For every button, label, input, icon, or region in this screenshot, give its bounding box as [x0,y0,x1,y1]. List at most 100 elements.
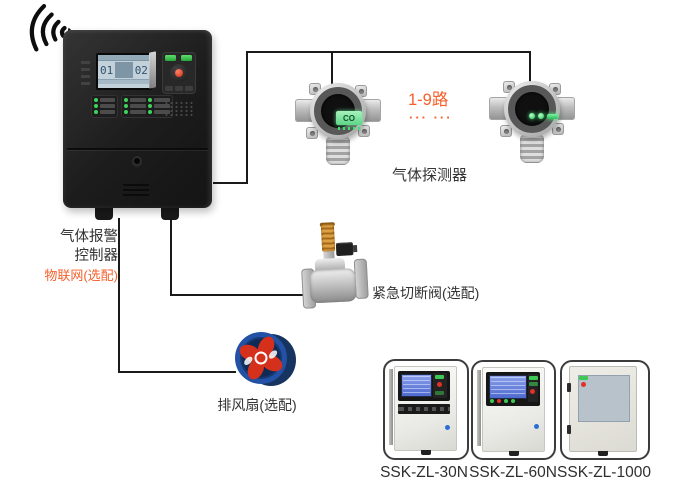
product-1-key-row [398,404,450,414]
product-3-hinge-bottom [567,425,571,434]
product-1-lcd [401,374,432,397]
product-2-led-row [490,399,515,403]
detector-1-mount-ear [358,125,370,137]
controller-door-lock [132,156,142,166]
product-1-key [435,391,444,395]
product-3-cabinet [567,366,637,456]
wire-drop-detector-1 [331,51,333,85]
detector-1-lcd: CO [336,111,362,125]
controller-button-panel [162,52,196,94]
product-3-green-button [579,376,588,380]
valve-label: 紧急切断阀(选配) [372,285,480,301]
controller-vent-slots [81,61,90,87]
controller-lcd-channel-2: 02 [134,63,148,77]
controller-green-button-2 [181,55,192,61]
iot-option-label: 物联网(选配) [44,268,118,283]
channel-ellipsis: ··· ··· [409,110,453,125]
product-1-foot [420,450,431,455]
wire-drop-detector-2 [529,51,531,83]
product-2-hinge [477,370,481,446]
product-card-ssk-zl-1000[interactable] [560,360,650,460]
exhaust-fan [233,329,297,389]
detector-1-mount-ear [306,127,318,139]
product-2-lcd [489,375,527,399]
wire-valve-horizontal [170,294,304,296]
controller-dpad [170,64,188,82]
product-card-ssk-zl-30n[interactable] [383,359,469,460]
detector-1-conduit-right [362,99,381,122]
controller-lcd-footer [98,79,150,84]
controller-label: 气体报警 控制器 物联网(选配) [30,228,118,286]
detector-2-conduit-left [489,97,508,120]
product-name-3: SSK-ZL-1000 [557,464,651,481]
detector-2-display-housing [504,81,560,137]
controller-lcd: 01 02 [96,53,152,90]
controller-speaker-grille [164,101,194,117]
detector-2-status-leds [529,113,558,119]
product-3-foot [598,451,608,456]
gas-detector-2 [489,81,575,165]
controller-label-line2: 控制器 [74,248,119,264]
controller-red-button [175,69,183,77]
product-2-buttons [528,374,538,402]
product-2-logo [534,424,539,429]
product-3-front-panel [578,375,630,422]
product-2-cabinet [482,367,545,456]
wire-controller-to-bus [213,182,248,184]
detector-1-display-housing: CO [310,83,366,139]
detector-2-conduit-right [556,97,575,120]
detector-2-bezel [508,85,558,133]
gas-detector-1: CO [295,83,381,167]
controller-door-seam [67,148,208,150]
controller-foot-left [95,204,113,220]
detector-2-mount-ear [500,125,512,137]
product-name-1: SSK-ZL-30N [380,464,468,481]
detector-1-conduit-left [295,99,314,122]
gas-alarm-controller: 01 02 [63,30,212,208]
product-2-front-panel [486,372,540,406]
product-1-buttons [433,373,447,398]
valve-terminal [352,244,358,253]
controller-lcd-channel-1: 01 [100,63,114,77]
controller-keypad-left [91,95,118,118]
controller-small-button-3 [185,86,193,91]
product-1-front-panel [398,371,450,401]
detector-1-sensor-head [326,137,350,165]
controller-label-line1: 气体报警 [60,229,118,245]
controller-lcd-header [98,55,150,61]
controller-door-vents [123,184,149,196]
product-2-green-led [529,376,538,380]
product-3-red-button [581,382,586,387]
product-1-logo [445,425,450,430]
product-1-hinge [389,369,393,445]
valve-brass-coil [320,224,336,252]
product-name-2: SSK-ZL-60N [469,464,557,481]
valve-body [309,268,357,304]
valve-solenoid-box [335,242,354,257]
wire-fan-horizontal [118,371,236,373]
detector-2-sensor-head [520,135,544,163]
detector-label: 气体探测器 [392,167,468,184]
emergency-shutoff-valve [299,220,378,312]
product-card-ssk-zl-60n[interactable] [471,360,556,460]
wire-bus-riser [246,51,248,184]
wire-valve-vertical [170,218,172,296]
detector-1-indicator-ticks [338,127,360,130]
controller-small-button-2 [175,86,183,91]
controller-keypad-right [121,95,173,118]
product-1-cabinet [394,366,457,455]
detector-1-bezel: CO [314,87,362,135]
product-2-foot [508,451,519,456]
product-1-red-button [437,382,442,387]
product-1-green-led [435,375,444,379]
controller-foot-right [161,204,179,220]
product-2-key [529,382,538,386]
channel-range-label: 1-9路 [408,91,449,109]
product-3-hinge-top [567,383,571,392]
detector-2-mount-ear [552,123,564,135]
wire-fan-vertical [118,218,120,373]
controller-green-button-1 [165,55,176,61]
wire-detector-bus [246,51,531,53]
controller-small-button-1 [165,86,173,91]
